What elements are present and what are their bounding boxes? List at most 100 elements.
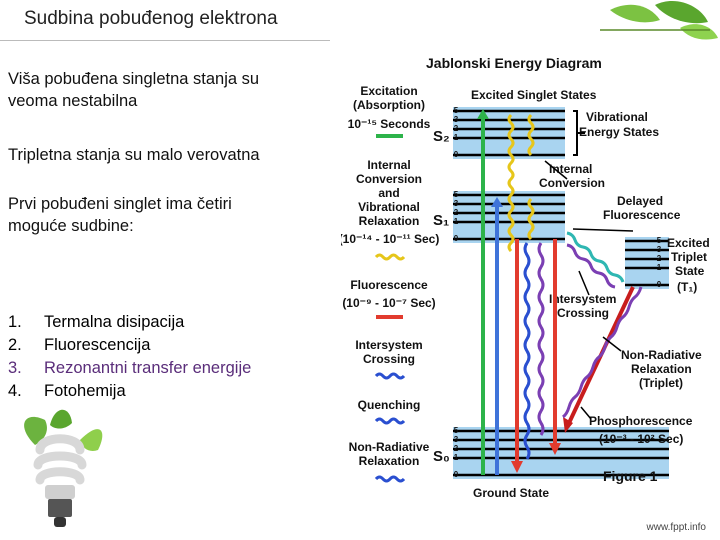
level-number: 5	[454, 106, 459, 115]
label-quenching: Quenching	[358, 398, 421, 412]
legend-isc-swatch	[374, 372, 406, 380]
label-excitation: Excitation	[360, 84, 417, 98]
label-excitation-time: 10⁻¹⁵ Seconds	[348, 117, 431, 131]
level-number: 3	[657, 245, 662, 254]
footer-url: www.fppt.info	[646, 522, 706, 533]
level-number: 2	[454, 208, 459, 217]
label-phosphorescence: Phosphorescence	[589, 414, 693, 428]
level-number: 2	[454, 124, 459, 133]
label-isc-left-2: Crossing	[363, 352, 415, 366]
list-number: 3.	[8, 359, 22, 377]
level-number: 0	[657, 280, 662, 289]
intersystem-crossing-wavy	[566, 231, 625, 283]
state-s1: S₁	[433, 212, 449, 229]
list-text: Fotohemija	[44, 382, 126, 400]
label-left-ic-2: Conversion	[356, 172, 422, 186]
label-nonrad-right-1: Non-Radiative	[621, 348, 702, 362]
label-nonrad-left-1: Non-Radiative	[349, 440, 430, 454]
nonrad-pointer	[602, 336, 622, 352]
state-s2: S₂	[433, 128, 450, 145]
label-vibrational: Vibrational	[586, 110, 648, 124]
absorption-arrowhead-blue	[491, 197, 503, 207]
leaves-decoration-icon	[600, 1, 718, 40]
label-delayed-1: Delayed	[617, 194, 663, 208]
fluorescence-arrowhead-1	[511, 461, 523, 473]
t1-band	[625, 237, 669, 289]
label-left-ic-3: and	[378, 186, 399, 200]
diagram-title: Jablonski Energy Diagram	[426, 55, 602, 71]
level-number: 3	[454, 115, 459, 124]
level-number: 0	[454, 234, 459, 243]
paragraph-triplets: Tripletna stanja su malo verovatna	[8, 146, 260, 164]
absorption-arrowhead-green	[477, 109, 489, 119]
nonradiative-triplet-wavy	[562, 286, 643, 419]
label-isc-left-1: Intersystem	[355, 338, 422, 352]
quenching-wavy	[523, 242, 531, 460]
legend-quenching-swatch	[374, 417, 406, 425]
level-number: 2	[454, 444, 459, 453]
level-number: 0	[454, 150, 459, 159]
level-number: 1	[454, 217, 459, 226]
label-triplet-t1: (T₁)	[677, 280, 697, 294]
ic-pointer	[544, 160, 568, 180]
list-number: 1.	[8, 313, 22, 331]
label-delayed-2: Fluorescence	[603, 208, 681, 222]
paragraph-four-fates: Prvi pobuđeni singlet ima četiri moguće …	[8, 195, 232, 235]
paragraph-higher-singlets: Viša pobuđena singletna stanja su veoma …	[8, 70, 260, 110]
nonradiative-wavy	[537, 242, 545, 436]
legend-nonrad-swatch	[374, 475, 406, 483]
fates-list: 1.Termalna disipacija 2.Fluorescencija 3…	[8, 311, 251, 403]
fluorescence-arrowhead-2	[549, 443, 561, 455]
vibrational-relaxation-wavy-s1	[527, 197, 535, 241]
phosphorescence-arrowhead	[563, 417, 573, 433]
label-left-ic-1: Internal	[367, 158, 410, 172]
jablonski-diagram: Jablonski Energy Diagram Excitation (Abs…	[341, 51, 712, 501]
level-number: 1	[454, 453, 459, 462]
internal-conversion-wavy	[507, 113, 515, 253]
eco-bulb-icon	[24, 409, 103, 527]
isc-pointer	[578, 270, 590, 296]
label-phosphorescence-time: (10⁻³ - 10² Sec)	[599, 432, 683, 446]
level-number: 0	[454, 470, 459, 479]
intersystem-crossing-wavy-2	[566, 243, 616, 289]
slide-title: Sudbina pobuđenog elektrona	[24, 8, 278, 29]
delayed-fluorescence-pointer	[572, 228, 634, 232]
label-isc-right-2: Crossing	[557, 306, 609, 320]
list-text: Fluorescencija	[44, 336, 151, 354]
label-left-ic-4: Vibrational	[358, 200, 420, 214]
label-internal-conversion-right-2: Conversion	[539, 176, 605, 190]
label-excited-triplet-2: Triplet	[671, 250, 707, 264]
label-left-ic-time: (10⁻¹⁴ - 10⁻¹¹ Sec)	[341, 232, 439, 246]
level-number: 2	[657, 254, 662, 263]
list-item: 4. Fotohemija	[8, 380, 251, 403]
label-excited-singlet-states: Excited Singlet States	[471, 88, 597, 102]
level-number: 5	[454, 426, 459, 435]
label-isc-right-1: Intersystem	[549, 292, 616, 306]
legend-relaxation-swatch	[374, 253, 406, 261]
label-nonrad-right-2: Relaxation	[631, 362, 692, 376]
label-fluorescence: Fluorescence	[350, 278, 428, 292]
list-text: Termalna disipacija	[44, 313, 185, 331]
state-s0: S₀	[433, 448, 450, 465]
list-item: 3. Rezonantni transfer energije	[8, 357, 251, 380]
label-figure: Figure 1	[603, 468, 658, 484]
label-excited-triplet-3: State	[675, 264, 705, 278]
level-number: 1	[657, 263, 662, 272]
list-number: 4.	[8, 382, 22, 400]
vibrational-relaxation-wavy-s2	[527, 113, 535, 157]
phosphorescence-pointer	[580, 406, 592, 420]
label-absorption: (Absorption)	[353, 98, 425, 112]
list-text: Rezonantni transfer energije	[44, 359, 252, 377]
list-item: 1. Termalna disipacija	[8, 311, 251, 334]
label-ground-state: Ground State	[473, 486, 549, 500]
level-number: 3	[454, 199, 459, 208]
level-number: 5	[657, 236, 662, 245]
label-excited-triplet-1: Excited	[667, 236, 710, 250]
label-nonrad-right-3: (Triplet)	[639, 376, 683, 390]
level-number: 3	[454, 435, 459, 444]
level-number: 1	[454, 133, 459, 142]
s0-band	[453, 427, 669, 479]
label-energy-states: Energy States	[579, 125, 659, 139]
title-divider	[0, 40, 330, 41]
